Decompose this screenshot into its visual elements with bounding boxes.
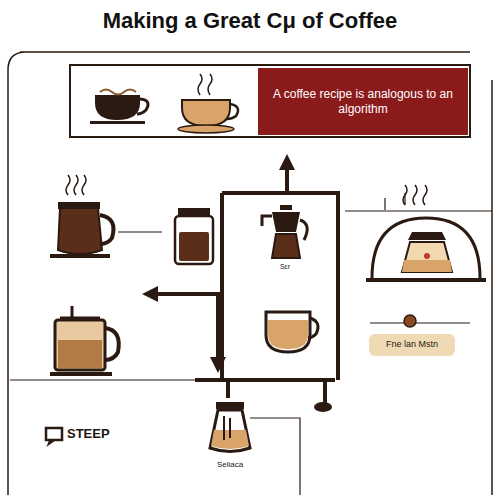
banner-box: A coffee recipe is analogous to an algor… — [258, 68, 468, 135]
thin-lines — [10, 193, 492, 495]
flow-lines — [150, 162, 338, 405]
line-end — [314, 402, 332, 412]
coffee-jar — [175, 208, 213, 264]
label-pill: Fne lan Mstn — [369, 334, 455, 356]
step-label: STEEP — [66, 426, 111, 441]
dot-icon — [404, 315, 416, 327]
node-text: A coffee recipe is analogous to an algor… — [268, 87, 458, 117]
french-press — [50, 306, 119, 376]
moka-pot — [262, 205, 307, 258]
icon-caption: Sεr — [279, 263, 291, 270]
banner-frame — [70, 65, 470, 137]
node-text: Fne lan Mstn — [386, 339, 438, 350]
carafe — [210, 402, 250, 452]
frame — [8, 52, 492, 495]
coffee-cup — [266, 312, 318, 352]
page-title: Making a Great Cμ of Coffee — [103, 8, 398, 34]
kettle-dome — [366, 185, 486, 282]
icon-caption: Seliaca — [216, 460, 244, 469]
coffee-pot — [50, 175, 114, 258]
cup-icons — [90, 74, 238, 133]
steep-icon — [46, 428, 62, 445]
